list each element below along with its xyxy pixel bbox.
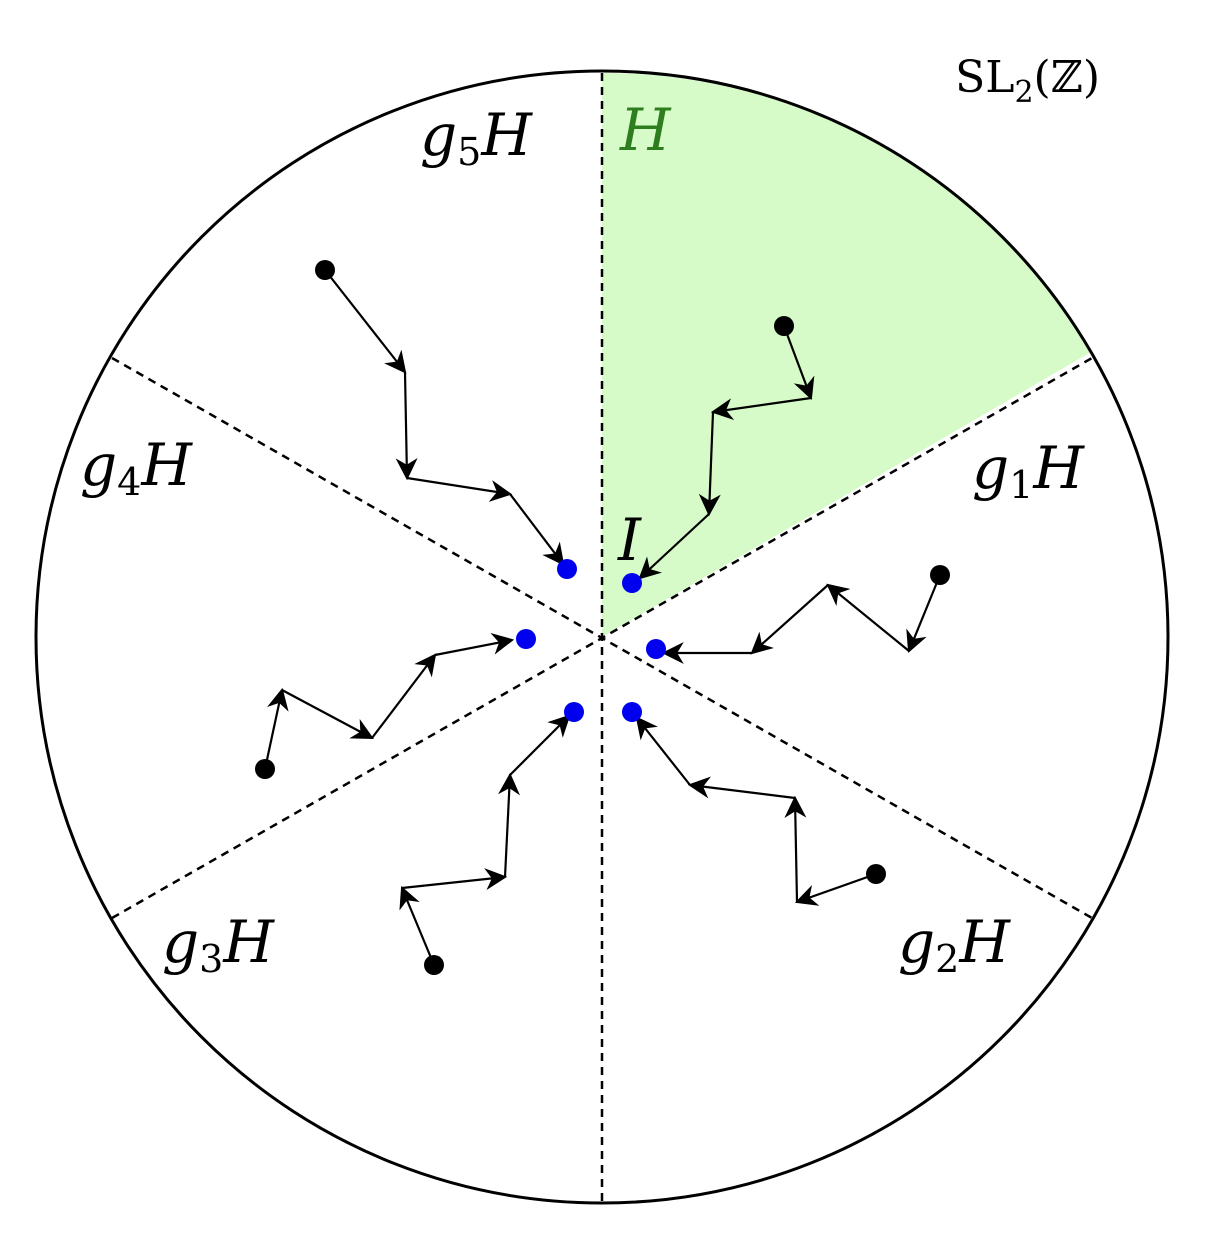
group-title: SL2(ℤ) <box>955 52 1100 110</box>
start-dot <box>315 260 335 280</box>
start-dot <box>424 955 444 975</box>
start-dots <box>255 260 950 975</box>
subgroup-sector <box>602 72 1091 638</box>
walk-g5h <box>324 269 565 566</box>
walk-g2h <box>635 716 877 906</box>
walk-g4h <box>263 632 515 770</box>
walk-g1h <box>661 574 942 664</box>
subgroup-label: H <box>619 96 672 164</box>
start-dot <box>866 864 886 884</box>
identity-dot <box>622 573 642 593</box>
group-circle <box>34 69 1170 1205</box>
start-dot <box>930 565 950 585</box>
end-dot <box>622 702 642 722</box>
divider-diagonal-2 <box>111 356 1093 920</box>
end-dot <box>557 559 577 579</box>
coset-label-g4h: g4H <box>80 431 193 504</box>
coset-label-g2h: g2H <box>898 908 1011 981</box>
start-dot <box>774 316 794 336</box>
coset-label-g5h: g5H <box>420 101 533 174</box>
coset-label-g3h: g3H <box>162 908 275 981</box>
end-dot <box>564 702 584 722</box>
end-dot <box>646 639 666 659</box>
coset-label-g1h: g1H <box>972 434 1085 507</box>
end-dots <box>516 559 666 722</box>
walk-h <box>638 325 815 580</box>
end-dot <box>516 629 536 649</box>
walk-g3h <box>399 714 571 966</box>
identity-label: I <box>617 506 642 574</box>
start-dot <box>255 759 275 779</box>
